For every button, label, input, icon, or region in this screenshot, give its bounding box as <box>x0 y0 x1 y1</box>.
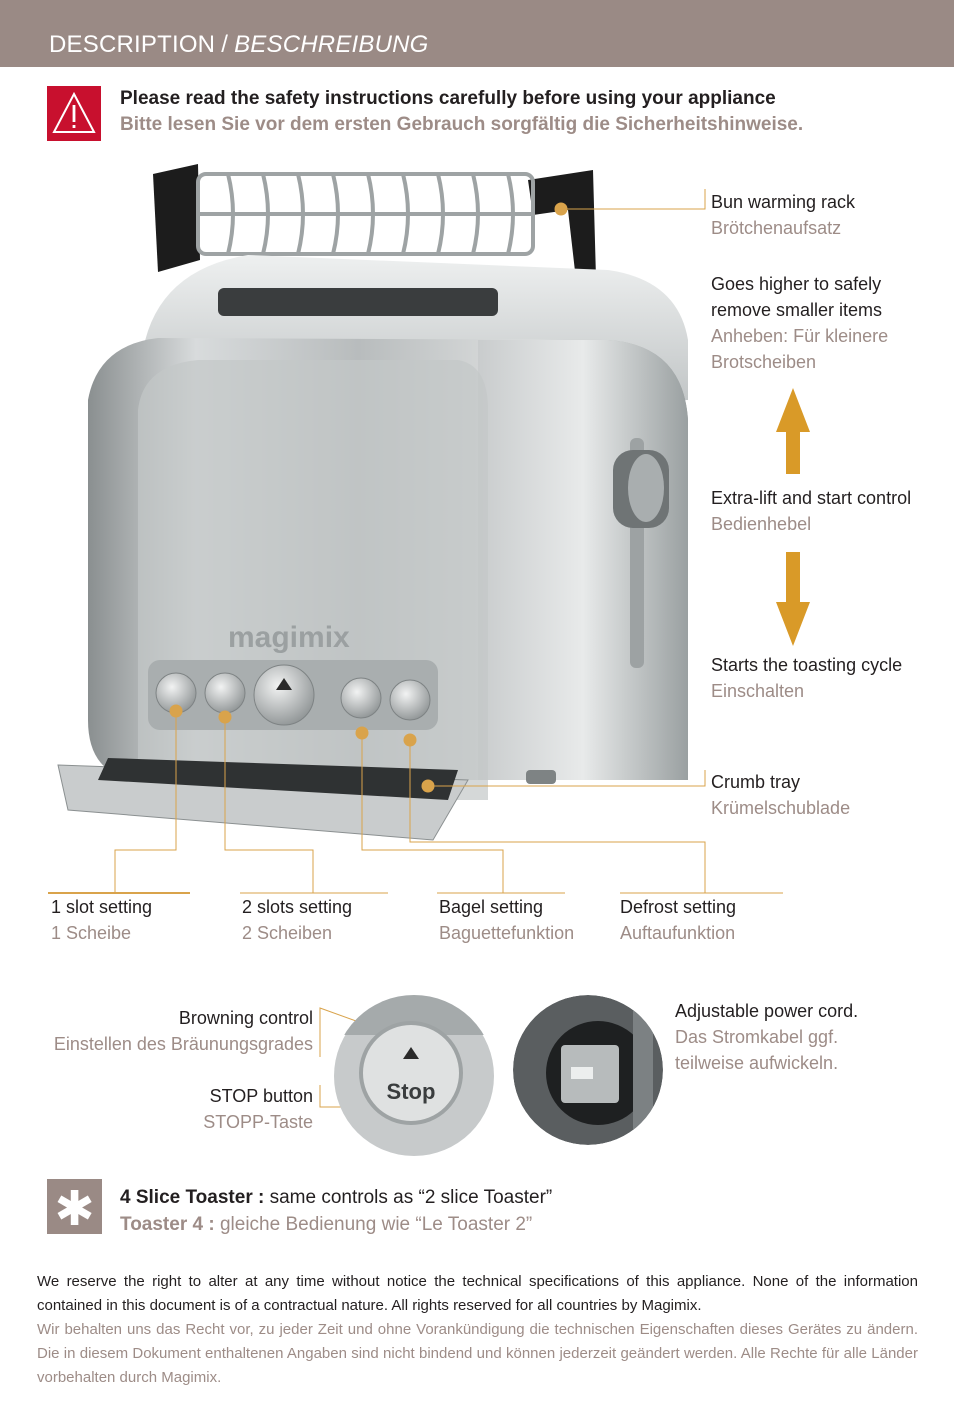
label-goes-higher: Goes higher to safely remove smaller ite… <box>711 271 888 375</box>
label-extra-lift: Extra-lift and start control Bedienhebel <box>711 485 911 537</box>
label-defrost: Defrost setting Auftaufunktion <box>620 894 736 946</box>
label-bun-rack: Bun warming rack Brötchenaufsatz <box>711 189 855 241</box>
label-cord-de-1: Das Stromkabel ggf. <box>675 1027 839 1047</box>
label-slot2-de: 2 Scheiben <box>242 923 333 943</box>
label-bagel: Bagel setting Baguettefunktion <box>439 894 574 946</box>
label-goes-higher-en-2: remove smaller items <box>711 300 883 320</box>
label-bun-rack-en: Bun warming rack <box>711 192 856 212</box>
label-bagel-en: Bagel setting <box>439 897 544 917</box>
legal-footer: We reserve the right to alter at any tim… <box>37 1270 918 1390</box>
label-starts-cycle: Starts the toasting cycle Einschalten <box>711 652 902 704</box>
safety-text-de: Bitte lesen Sie vor dem ersten Gebrauch … <box>120 114 804 135</box>
title-de: BESCHREIBUNG <box>234 31 429 58</box>
label-slot1-de: 1 Scheibe <box>51 923 132 943</box>
footer-en: We reserve the right to alter at any tim… <box>37 1273 918 1314</box>
label-stop-en: STOP button <box>209 1086 313 1106</box>
label-crumb-en: Crumb tray <box>711 772 801 792</box>
label-cord-de-2: teilweise aufwickeln. <box>675 1053 839 1073</box>
footer-de: Wir behalten uns das Recht vor, zu jeder… <box>37 1321 918 1386</box>
note-en-rest: same controls as “2 slice Toaster” <box>264 1187 553 1208</box>
stop-button-detail-image: Stop <box>333 995 495 1156</box>
label-crumb-de: Krümelschublade <box>711 798 851 818</box>
label-starts-en: Starts the toasting cycle <box>711 655 903 675</box>
label-crumb-tray: Crumb tray Krümelschublade <box>711 769 850 821</box>
label-extra-lift-en: Extra-lift and start control <box>711 488 912 508</box>
label-slot2: 2 slots setting 2 Scheiben <box>242 894 352 946</box>
label-goes-higher-de-1: Anheben: Für kleinere <box>711 326 889 346</box>
arrow-up-icon <box>776 388 810 474</box>
title-en: DESCRIPTION <box>49 31 216 58</box>
label-bun-rack-de: Brötchenaufsatz <box>711 218 842 238</box>
label-stop-de: STOPP-Taste <box>203 1112 313 1132</box>
label-bagel-de: Baguettefunktion <box>439 923 575 943</box>
header-bar: DESCRIPTION/BESCHREIBUNG <box>0 0 954 67</box>
label-goes-higher-en-1: Goes higher to safely <box>711 274 882 294</box>
label-cord-en: Adjustable power cord. <box>675 1001 859 1021</box>
asterisk-icon: ✱ <box>47 1179 102 1236</box>
label-stop: STOP button STOPP-Taste <box>203 1083 313 1135</box>
note-de-bold: Toaster 4 : <box>120 1214 215 1235</box>
warning-triangle-icon <box>47 86 101 141</box>
note-en-bold: 4 Slice Toaster : <box>120 1187 265 1208</box>
label-slot2-en: 2 slots setting <box>242 897 353 917</box>
note-de: Toaster 4 : gleiche Bedienung wie “Le To… <box>120 1211 552 1238</box>
brand-logo: magimix <box>228 621 350 654</box>
label-goes-higher-de-2: Brotscheiben <box>711 352 817 372</box>
label-browning-en: Browning control <box>178 1008 313 1028</box>
page-title: DESCRIPTION/BESCHREIBUNG <box>49 31 429 59</box>
note-en: 4 Slice Toaster : same controls as “2 sl… <box>120 1184 552 1211</box>
title-separator: / <box>221 31 229 58</box>
label-defrost-de: Auftaufunktion <box>620 923 736 943</box>
arrow-down-icon <box>776 552 810 646</box>
label-slot1-en: 1 slot setting <box>51 897 153 917</box>
stop-label: Stop <box>387 1079 436 1104</box>
label-browning: Browning control Einstellen des Bräunung… <box>54 1005 313 1057</box>
label-browning-de: Einstellen des Bräunungsgrades <box>53 1034 313 1054</box>
label-slot1: 1 slot setting 1 Scheibe <box>51 894 152 946</box>
label-extra-lift-de: Bedienhebel <box>711 514 812 534</box>
power-cord-detail-image <box>513 995 663 1145</box>
safety-notice: Please read the safety instructions care… <box>120 86 803 138</box>
four-slice-note: 4 Slice Toaster : same controls as “2 sl… <box>120 1184 552 1238</box>
label-starts-de: Einschalten <box>711 681 805 701</box>
label-defrost-en: Defrost setting <box>620 897 737 917</box>
safety-text-en: Please read the safety instructions care… <box>120 88 776 109</box>
note-de-rest: gleiche Bedienung wie “Le Toaster 2” <box>214 1214 533 1235</box>
label-power-cord: Adjustable power cord. Das Stromkabel gg… <box>675 998 858 1076</box>
